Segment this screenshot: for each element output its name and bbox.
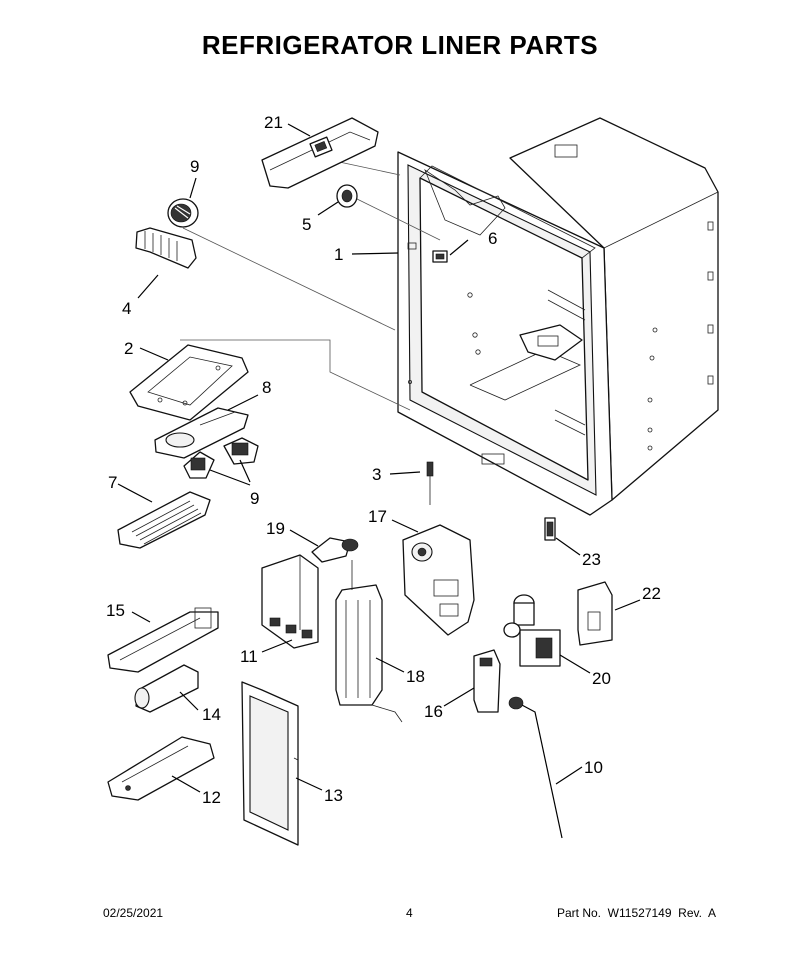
- footer-part-number: Part No. W11527149 Rev. A: [557, 906, 716, 920]
- callout-8: 8: [262, 378, 271, 397]
- part-19-fitting[interactable]: [311, 537, 359, 563]
- part-1-liner[interactable]: [397, 117, 719, 516]
- callout-9-top: 9: [190, 157, 199, 176]
- part-20-valve[interactable]: [503, 594, 561, 667]
- callout-7: 7: [108, 473, 117, 492]
- callout-13: 13: [324, 786, 343, 805]
- part-8-housing[interactable]: [154, 407, 249, 459]
- callout-16: 16: [424, 702, 443, 721]
- callout-20: 20: [592, 669, 611, 688]
- callout-11: 11: [240, 647, 258, 666]
- part-4-grille[interactable]: [135, 227, 197, 269]
- callout-leaders: [117, 123, 641, 793]
- part-22-bracket[interactable]: [577, 581, 613, 646]
- callout-12: 12: [202, 788, 221, 807]
- callout-6: 6: [488, 229, 497, 248]
- callout-23: 23: [582, 550, 601, 569]
- callout-9-mid: 9: [250, 489, 259, 508]
- part-7-grille[interactable]: [117, 491, 211, 549]
- part-12-tray[interactable]: [107, 736, 215, 801]
- part-3-screw[interactable]: [426, 461, 434, 505]
- part-11-housing[interactable]: [261, 554, 319, 649]
- part-23-switch[interactable]: [544, 517, 556, 541]
- part-13-panel[interactable]: [241, 681, 299, 846]
- part-5-fan[interactable]: [336, 184, 358, 208]
- part-2-frame[interactable]: [129, 344, 249, 421]
- part-16-cover[interactable]: [473, 649, 501, 713]
- part-17-mount[interactable]: [402, 524, 475, 636]
- page-title: REFRIGERATOR LINER PARTS: [201, 30, 599, 60]
- footer-page-number: 4: [406, 906, 413, 920]
- part-15-filter-housing[interactable]: [107, 607, 219, 673]
- part-14-filter[interactable]: [134, 664, 199, 713]
- callout-2: 2: [124, 339, 133, 358]
- callout-5: 5: [302, 215, 311, 234]
- part-9-damper-top[interactable]: [167, 198, 199, 228]
- callout-4: 4: [122, 299, 131, 318]
- footer-date: 02/25/2021: [103, 906, 164, 920]
- callout-18: 18: [406, 667, 425, 686]
- callout-10: 10: [584, 758, 603, 777]
- callout-labels: 21 9 5 6 1 4 2 8 9 7 3 19 17 23 15 11 18…: [106, 113, 661, 807]
- callout-15: 15: [106, 601, 125, 620]
- callout-21: 21: [264, 113, 283, 132]
- callout-17: 17: [368, 507, 387, 526]
- callout-19: 19: [266, 519, 285, 538]
- part-10-tube[interactable]: [508, 696, 563, 839]
- callout-3: 3: [372, 465, 381, 484]
- callout-14: 14: [202, 705, 221, 724]
- part-6-clip[interactable]: [432, 250, 448, 263]
- callout-1: 1: [334, 245, 343, 264]
- part-9-damper-mid[interactable]: [183, 437, 259, 479]
- part-18-tank[interactable]: [335, 560, 403, 723]
- part-21-duct[interactable]: [261, 117, 379, 189]
- callout-22: 22: [642, 584, 661, 603]
